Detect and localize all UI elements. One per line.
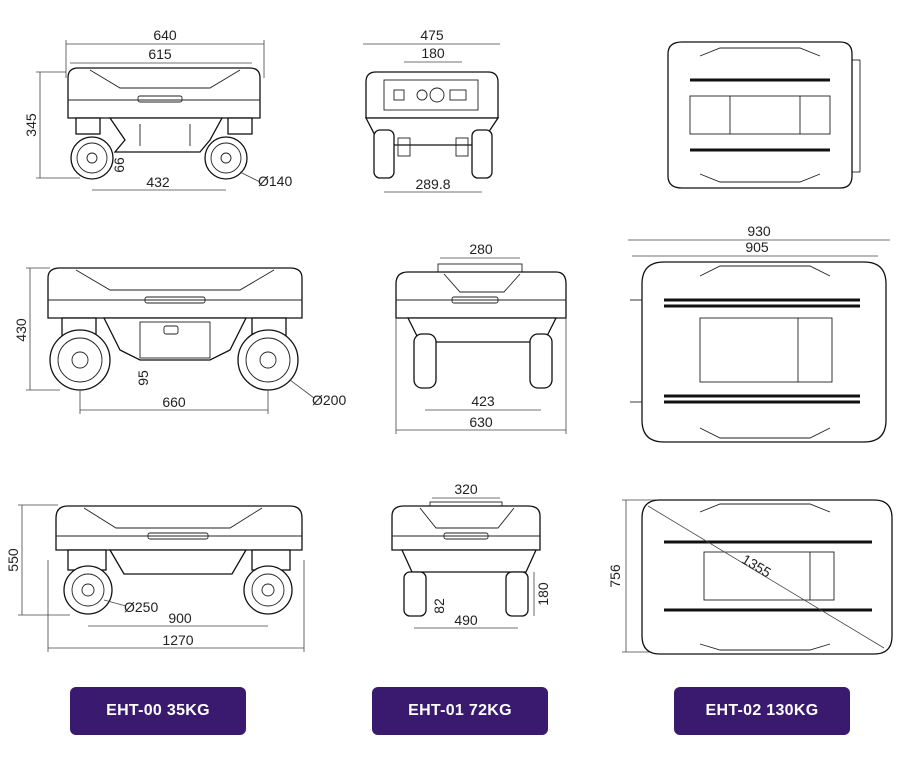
dim-95: 95 bbox=[135, 370, 151, 386]
eht01-plan-view: 930 905 bbox=[628, 223, 890, 443]
dim-d250: Ø250 bbox=[124, 599, 158, 615]
dim-280: 280 bbox=[469, 241, 493, 257]
dim-615: 615 bbox=[148, 46, 172, 62]
eht00-front-view: 640 615 345 Ø140 432 66 bbox=[23, 27, 292, 191]
dim-900: 900 bbox=[168, 610, 192, 626]
eht01-front-view: 430 Ø200 660 95 bbox=[13, 267, 346, 414]
dim-180-b: 180 bbox=[535, 582, 551, 606]
dim-475: 475 bbox=[420, 27, 444, 43]
dim-756: 756 bbox=[607, 564, 623, 588]
dim-289-8: 289.8 bbox=[415, 176, 450, 192]
eht02-front-view: 550 Ø250 900 1270 bbox=[5, 504, 305, 652]
badge-eht-00: EHT-00 35KG bbox=[70, 687, 246, 735]
dim-345: 345 bbox=[23, 113, 39, 137]
dim-82: 82 bbox=[431, 598, 447, 614]
badge-eht-01: EHT-01 72KG bbox=[372, 687, 548, 735]
dim-432: 432 bbox=[146, 174, 170, 190]
eht00-plan-view bbox=[667, 41, 861, 189]
dim-320: 320 bbox=[454, 481, 478, 497]
dim-d200: Ø200 bbox=[312, 392, 346, 408]
dim-66: 66 bbox=[111, 157, 127, 173]
dim-660: 660 bbox=[162, 394, 186, 410]
dim-490: 490 bbox=[454, 612, 478, 628]
dim-930: 930 bbox=[747, 223, 771, 239]
dim-180: 180 bbox=[421, 45, 445, 61]
eht02-side-view: 320 82 180 490 bbox=[391, 481, 551, 629]
dim-1270: 1270 bbox=[162, 632, 193, 648]
badge-eht-02: EHT-02 130KG bbox=[674, 687, 850, 735]
dim-d140: Ø140 bbox=[258, 173, 292, 189]
eht00-side-view: 475 180 289.8 bbox=[363, 27, 500, 193]
eht01-side-view: 280 423 630 bbox=[395, 241, 567, 434]
dim-630: 630 bbox=[469, 414, 493, 430]
dim-640: 640 bbox=[153, 27, 177, 43]
dim-430: 430 bbox=[13, 318, 29, 342]
dim-423: 423 bbox=[471, 393, 495, 409]
eht02-plan-view: 756 1355 bbox=[607, 499, 893, 655]
dim-550: 550 bbox=[5, 548, 21, 572]
dim-905: 905 bbox=[745, 239, 769, 255]
